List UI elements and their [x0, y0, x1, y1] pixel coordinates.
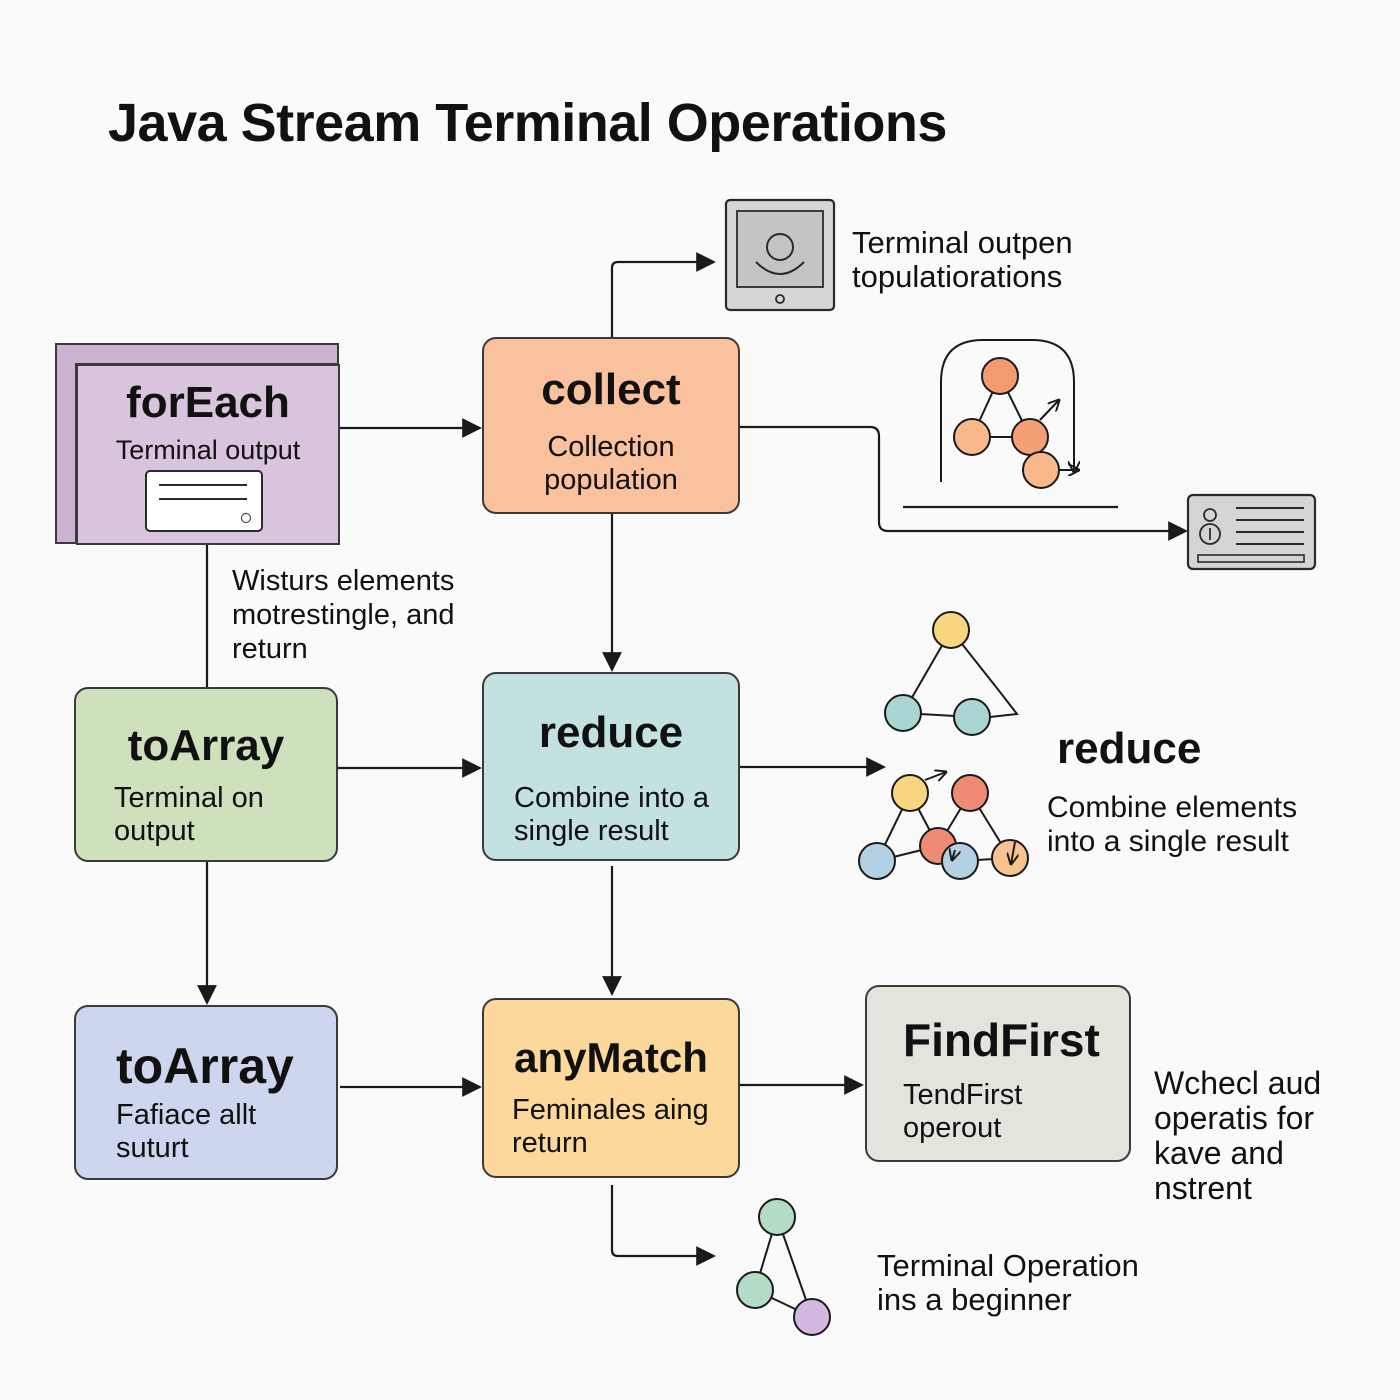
box-title: collect [541, 365, 681, 414]
box-subtitle: Terminal on output [114, 782, 264, 847]
box-title: anyMatch [514, 1034, 708, 1081]
box-subtitle: Terminal output [115, 435, 301, 465]
arrow-collect-tablet [610, 252, 716, 337]
box-subtitle: Fafiace allt suturt [116, 1099, 257, 1164]
box-toarray-terminal[interactable]: toArray Terminal on output [74, 687, 338, 862]
note-elements: Wisturs elements motrestingle, and retur… [232, 565, 455, 665]
graph-icon-collect [940, 339, 1079, 489]
box-anymatch[interactable]: anyMatch Feminales aing return [482, 998, 740, 1178]
box-title: FindFirst [903, 1014, 1100, 1066]
graph-icon-beginner [736, 1198, 831, 1336]
graph-icon-reduce-top [884, 611, 1019, 736]
box-foreach[interactable]: forEach Terminal output [76, 364, 340, 545]
note-check: Wchecl aud operatis for kave and nstrent [1154, 1065, 1322, 1206]
box-subtitle: Feminales aing return [512, 1094, 709, 1159]
box-subtitle: Combine into a single result [514, 782, 710, 847]
box-title: toArray [127, 721, 285, 770]
box-subtitle: Collection population [544, 431, 678, 496]
note-beginner: Terminal Operation ins a beginner [877, 1248, 1139, 1317]
graph-icon-reduce [858, 772, 1029, 880]
id-card-icon [1186, 493, 1317, 571]
box-reduce[interactable]: reduce Combine into a single result [482, 672, 740, 861]
box-toarray-suturt[interactable]: toArray Fafiace allt suturt [74, 1005, 338, 1180]
arrow-collect-idcard [740, 425, 1188, 541]
form-card-icon [145, 470, 263, 532]
box-subtitle: TendFirst operout [903, 1079, 1023, 1144]
box-findfirst[interactable]: FindFirst TendFirst operout [865, 985, 1131, 1162]
box-title: forEach [126, 378, 290, 427]
note-reduce-desc: Combine elements into a single result [1047, 791, 1298, 858]
arrow-anymatch-graph [610, 1185, 716, 1266]
box-collect[interactable]: collect Collection population [482, 337, 740, 514]
page-title: Java Stream Terminal Operations [108, 93, 947, 153]
box-title: toArray [116, 1038, 294, 1094]
box-title: reduce [538, 708, 684, 757]
note-terminal-output: Terminal outpen topulatiorations [852, 225, 1073, 294]
tablet-icon [724, 198, 836, 312]
note-reduce-title: reduce [1057, 724, 1202, 773]
